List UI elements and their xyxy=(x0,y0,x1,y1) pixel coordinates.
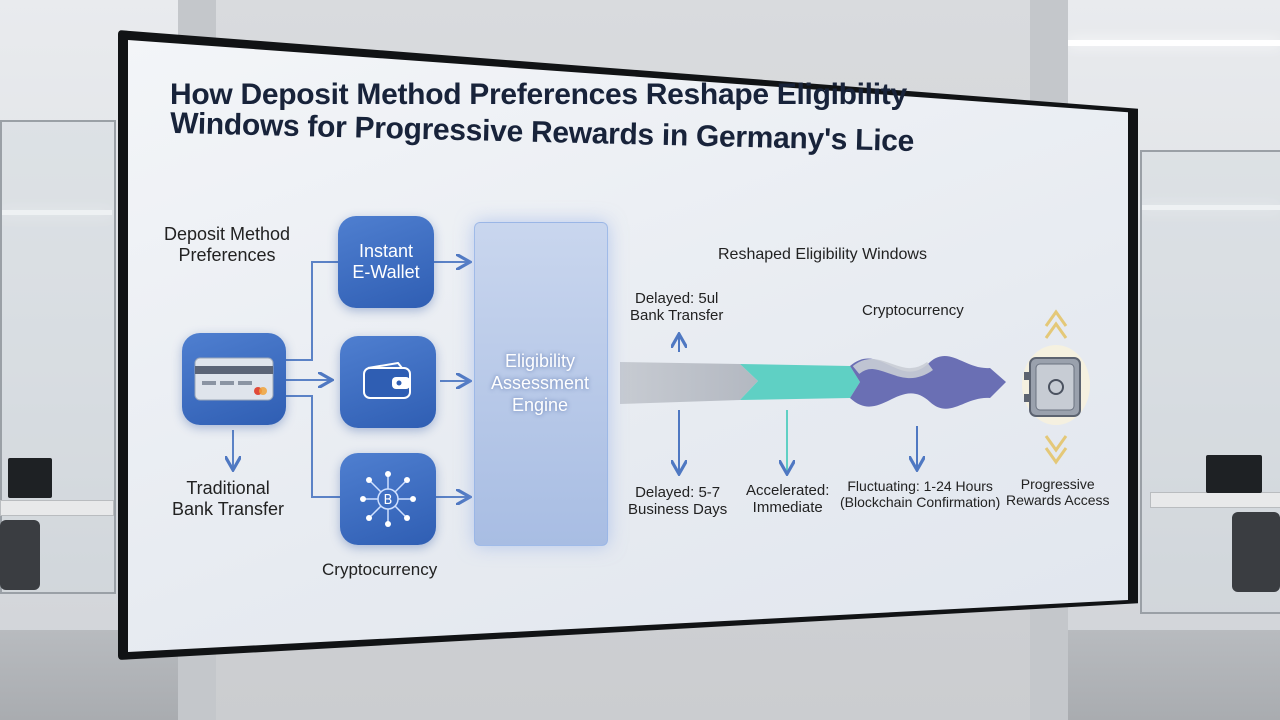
crypto-top-label: Cryptocurrency xyxy=(862,302,964,319)
diagram-title-line1: How Deposit Method Preferences Reshape E… xyxy=(170,78,907,111)
ceiling-light xyxy=(1068,40,1280,46)
bar-bank-segment xyxy=(620,362,758,404)
svg-text:B: B xyxy=(384,493,393,508)
fluctuating-label: Fluctuating: 1-24 Hours (Blockchain Conf… xyxy=(840,478,1001,510)
crypto-label: Cryptocurrency xyxy=(322,560,438,579)
accelerated-label: Accelerated: Immediate xyxy=(746,482,830,516)
desk xyxy=(0,500,114,516)
ceiling-light xyxy=(0,210,112,215)
card-tile xyxy=(182,333,286,425)
delayed-label: Delayed: 5-7 Business Days xyxy=(628,484,728,518)
monitor xyxy=(1206,455,1262,493)
ewallet-tile: Instant E-Wallet xyxy=(338,216,434,308)
chair xyxy=(1232,512,1280,592)
ceiling-light xyxy=(1140,205,1280,210)
wallet-icon xyxy=(363,362,411,399)
bar-ewallet-segment xyxy=(740,364,860,400)
engine-label: Eligibility Assessment Engine xyxy=(490,351,590,415)
ewallet-tile-label: Instant E-Wallet xyxy=(352,241,420,282)
chair xyxy=(0,520,40,590)
wallet-tile xyxy=(340,336,436,428)
right-heading: Reshaped Eligibility Windows xyxy=(718,246,927,263)
crypto-tile: B xyxy=(340,453,436,545)
monitor xyxy=(8,458,52,498)
blockchain-icon: B xyxy=(360,471,416,527)
vault-arrows xyxy=(1044,309,1068,465)
rewards-label: Progressive Rewards Access xyxy=(1006,476,1110,508)
credit-card-icon xyxy=(194,357,274,401)
delayed-top-label: Delayed: 5ul Bank Transfer xyxy=(630,290,724,324)
left-heading: Deposit Method Preferences xyxy=(164,224,291,265)
display-screen xyxy=(128,40,1128,652)
eligibility-engine xyxy=(474,222,608,546)
bank-transfer-label: Traditional Bank Transfer xyxy=(172,478,285,519)
